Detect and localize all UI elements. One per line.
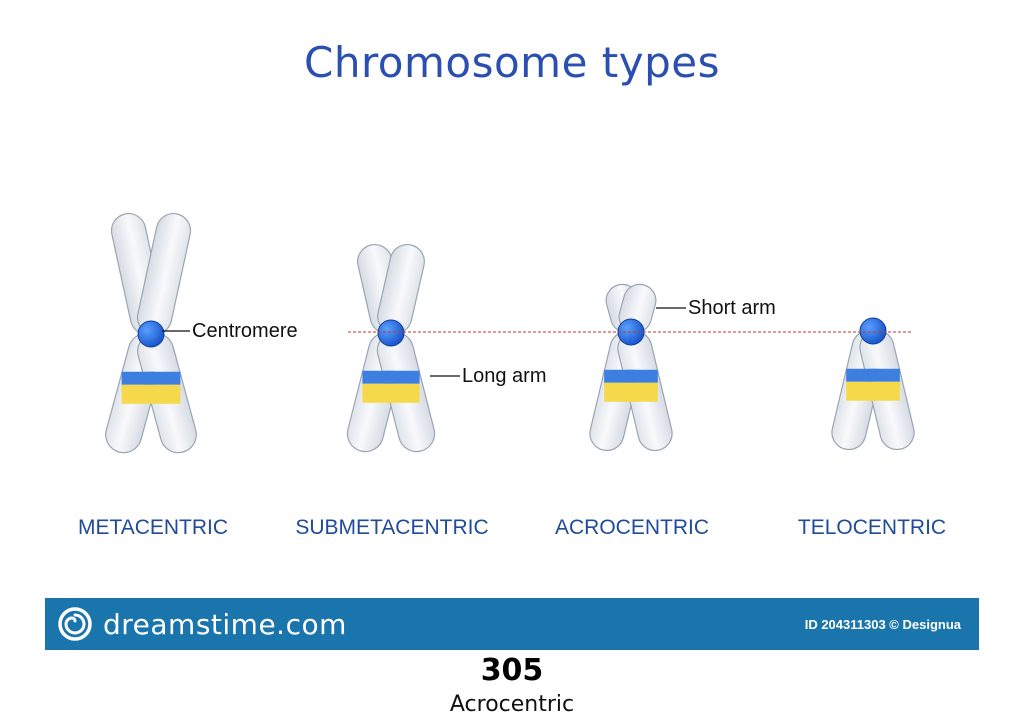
label-acrocentric: ACROCENTRIC [554,516,710,539]
band-metacentric-2-yellow-band [147,384,181,404]
band-metacentric-1-yellow-band [121,384,155,404]
band-submetacentric-2-yellow-band [386,383,420,403]
chromosome-acrocentric [589,283,673,452]
band-telocentric-2-blue-band [868,368,900,382]
band-submetacentric-2-blue-band [386,370,420,384]
diagram-title: Chromosome types [304,38,720,87]
centromere-metacentric [137,320,165,348]
label-submetacentric: SUBMETACENTRIC [295,516,489,539]
centromere-telocentric [859,317,887,345]
band-metacentric-2-blue-band [147,371,181,385]
brand-logo: dreamstime.com [57,606,347,642]
label-telocentric: TELOCENTRIC [797,516,947,539]
chromosome-submetacentric [346,243,436,453]
band-telocentric-2-yellow-band [868,381,900,401]
short-arm-label: Short arm [688,297,776,319]
spiral-logo-icon [58,607,92,641]
page-number: 305 [480,653,544,688]
chromosome-telocentric [831,317,915,451]
long-arm-label: Long arm [462,365,547,387]
band-acrocentric-2-yellow-band [626,382,658,402]
page-caption: Acrocentric [449,692,575,717]
brand-name: dreamstime.com [103,607,347,641]
image-credit: ID 204311303 © Designua [804,616,961,632]
centromere-label: Centromere [192,320,298,342]
chromosome-metacentric [105,213,197,454]
band-acrocentric-2-blue-band [626,369,658,383]
watermark-footer-bar: dreamstime.com ID 204311303 © Designua [45,598,979,650]
band-metacentric-1-blue-band [121,371,155,385]
chromosome-diagram [105,213,915,454]
centromere-submetacentric [377,319,405,347]
label-metacentric: METACENTRIC [77,516,229,539]
